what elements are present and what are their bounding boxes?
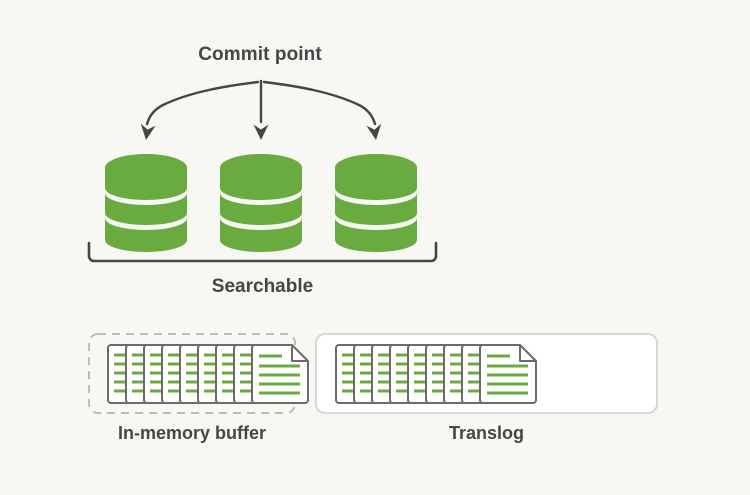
translog-document-stack: [336, 345, 536, 403]
arrow-to-shard-2: [253, 79, 269, 140]
translog-box: [315, 333, 658, 414]
shard-cylinder-group: [105, 154, 417, 252]
translog-label: Translog: [448, 423, 524, 443]
in-memory-buffer-label: In-memory buffer: [117, 423, 267, 443]
searchable-label: Searchable: [211, 276, 314, 297]
in-memory-buffer-box: [88, 333, 308, 414]
shard-cylinder-1: [105, 154, 187, 252]
commit-point-arrows: [138, 79, 384, 142]
arrow-to-shard-3: [262, 80, 384, 142]
commit-point-label: Commit point: [198, 44, 322, 65]
arrow-to-shard-1: [138, 80, 260, 142]
in-memory-document-stack: [108, 345, 308, 403]
searchable-bracket: [87, 241, 438, 263]
shard-cylinder-3: [335, 154, 417, 252]
shard-cylinder-2: [220, 154, 302, 252]
